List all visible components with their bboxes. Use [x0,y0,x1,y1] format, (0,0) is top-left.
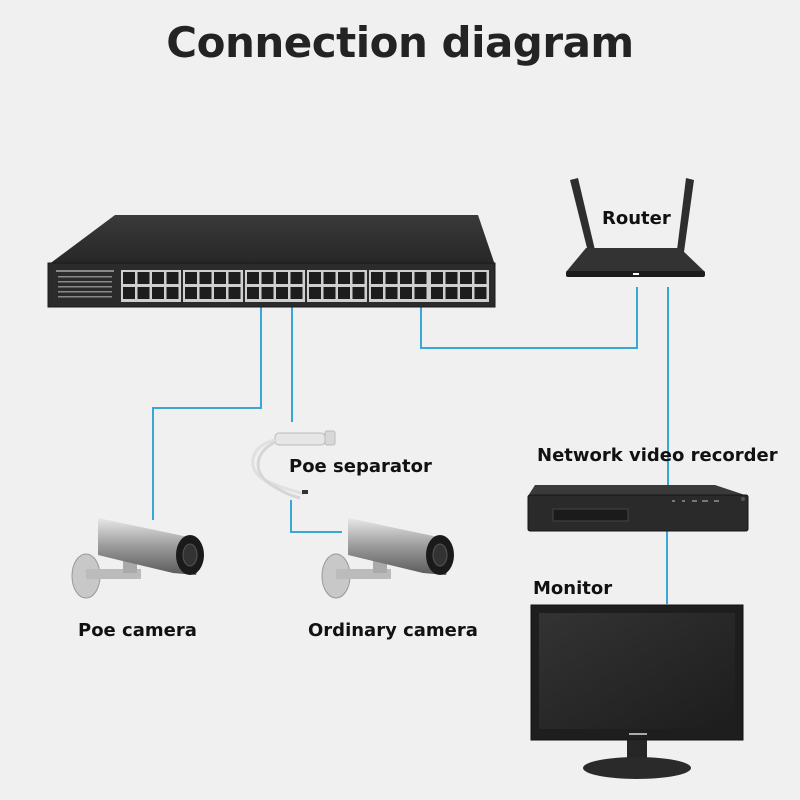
nvr-label: Network video recorder [537,445,778,466]
connection-lines [152,287,669,604]
ethernet-port [276,272,288,284]
ethernet-port [276,287,288,299]
ethernet-port [137,272,150,284]
ethernet-port [431,287,443,299]
ethernet-port [323,272,336,284]
line-separator-to-ordinary-camera [290,500,342,533]
ethernet-port [166,287,179,299]
ethernet-port [400,272,412,284]
ethernet-port [214,272,226,284]
diagram-title: Connection diagram [166,18,634,67]
poe-switch [47,215,496,308]
ethernet-port [185,287,197,299]
ethernet-port [414,287,427,299]
ethernet-port [385,272,398,284]
monitor [530,604,744,779]
ethernet-port [338,272,350,284]
line-switch-to-poe-camera [152,306,262,520]
ethernet-port [261,272,274,284]
network-video-recorder [527,485,749,532]
ethernet-port [323,287,336,299]
ethernet-port [214,287,226,299]
ethernet-port [247,272,259,284]
ethernet-port [185,272,197,284]
switch-ports [121,270,489,302]
ethernet-port [460,272,472,284]
ethernet-port [352,287,365,299]
poe-camera [71,518,204,599]
ethernet-port [228,272,241,284]
ethernet-port [152,272,164,284]
ethernet-port [261,287,274,299]
poe-separator-label: Poe separator [289,456,432,477]
monitor-label: Monitor [533,578,613,599]
switch-status-leds [56,270,114,298]
ethernet-port [123,287,135,299]
line-switch-to-router [420,287,638,349]
ethernet-port [371,287,383,299]
ethernet-port [290,272,303,284]
ethernet-port [474,287,487,299]
ethernet-port [123,272,135,284]
ethernet-port [290,287,303,299]
ethernet-port [228,287,241,299]
ethernet-port [414,272,427,284]
ethernet-port [137,287,150,299]
ethernet-port [400,287,412,299]
ethernet-port [247,287,259,299]
ethernet-port [371,272,383,284]
ethernet-port [352,272,365,284]
ethernet-port [474,272,487,284]
ethernet-port [460,287,472,299]
router-label: Router [602,208,671,229]
ethernet-port [445,287,458,299]
ethernet-port [431,272,443,284]
poe-separator [251,430,336,500]
ordinary-camera-label: Ordinary camera [308,620,478,641]
poe-camera-label: Poe camera [78,620,197,641]
ethernet-port [152,287,164,299]
ethernet-port [199,287,212,299]
router [566,178,705,277]
ethernet-port [445,272,458,284]
ethernet-port [309,287,321,299]
ethernet-port [385,287,398,299]
ethernet-port [338,287,350,299]
ethernet-port [309,272,321,284]
monitor-brand-logo [629,733,647,735]
ethernet-port [199,272,212,284]
ordinary-camera [321,518,454,599]
router-led-icon [633,273,639,275]
ethernet-port [166,272,179,284]
